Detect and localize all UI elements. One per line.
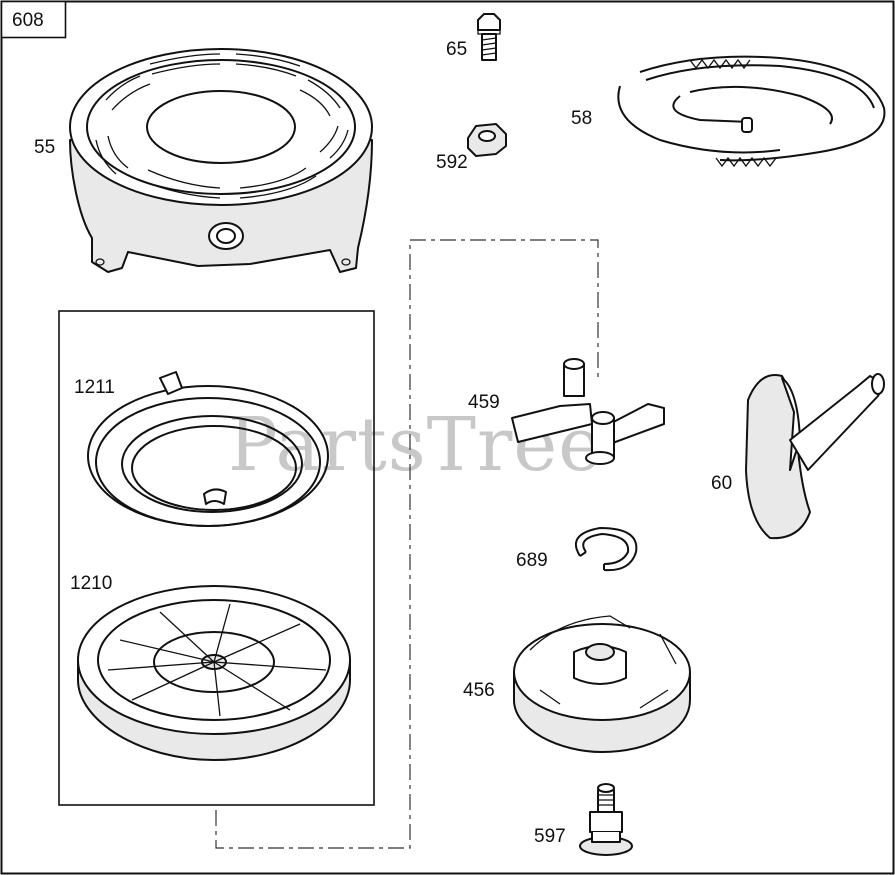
pawl-459[interactable]: [511, 358, 665, 465]
part-number-1211: 1211: [74, 377, 115, 398]
kit-box: [58, 310, 375, 806]
nut-592[interactable]: [467, 123, 507, 157]
part-number-597: 597: [534, 826, 566, 847]
diagram-number-box: [0, 0, 67, 39]
pulley-1210[interactable]: [77, 585, 351, 761]
part-number-456: 456: [463, 680, 495, 701]
retaining-ring-689[interactable]: [575, 526, 638, 572]
part-number-1210: 1210: [70, 573, 112, 594]
part-number-58: 58: [571, 108, 592, 129]
bolt-65[interactable]: [477, 13, 501, 61]
handle-60[interactable]: [745, 373, 885, 540]
part-number-65: 65: [446, 39, 467, 60]
part-number-592: 592: [436, 152, 468, 173]
part-number-689: 689: [516, 550, 548, 571]
starter-housing-55[interactable]: [69, 48, 373, 273]
starter-rope-58[interactable]: [617, 55, 886, 168]
recoil-spring-1211[interactable]: [87, 371, 329, 527]
ratchet-456[interactable]: [513, 615, 691, 753]
part-number-55: 55: [34, 137, 55, 158]
diagram-number: 608: [12, 10, 44, 31]
assembly-line: [215, 239, 599, 849]
part-number-60: 60: [711, 473, 732, 494]
part-number-459: 459: [468, 392, 500, 413]
screw-597[interactable]: [579, 783, 633, 856]
